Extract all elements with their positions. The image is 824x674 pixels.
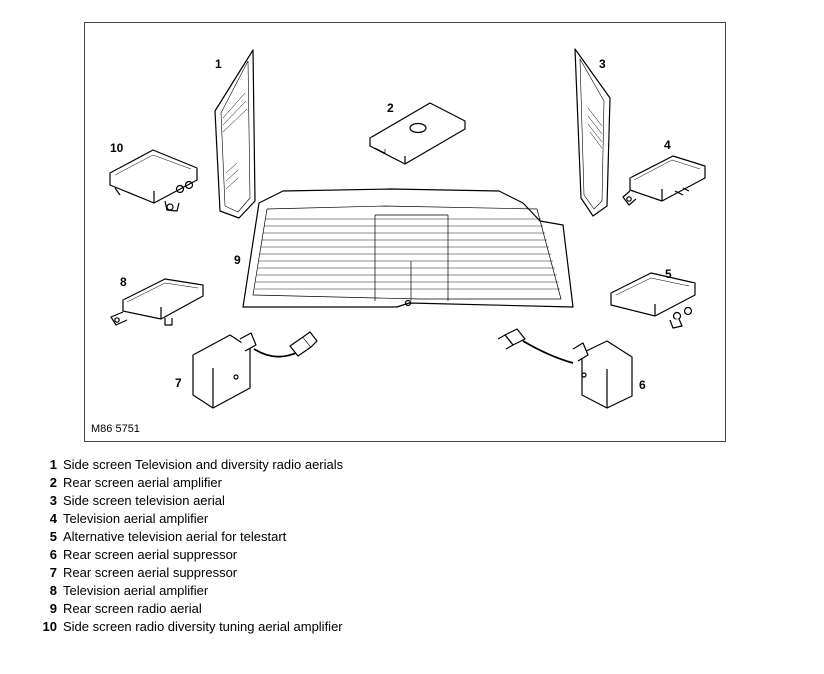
legend-text: Rear screen aerial suppressor (63, 547, 238, 562)
callout-10: 10 (110, 141, 124, 155)
right-side-screen-glass (574, 48, 611, 217)
legend-text: Alternative television aerial for telest… (63, 529, 287, 544)
legend-text: Television aerial amplifier (63, 583, 209, 598)
callout-3: 3 (599, 57, 606, 71)
parts-legend: 1 Side screen Television and diversity ra… (28, 456, 348, 636)
figure-id-label: M86 5751 (91, 423, 140, 435)
legend-item: 10 Side screen radio diversity tuning aer… (28, 618, 348, 636)
legend-number: 8 (49, 583, 57, 598)
legend-item: 1 Side screen Television and diversity ra… (28, 456, 348, 474)
legend-item: 2 Rear screen aerial amplifier (28, 474, 348, 492)
legend-item: 7 Rear screen aerial suppressor (28, 564, 348, 582)
aerial-suppressor-left (192, 331, 318, 409)
callout-2: 2 (387, 101, 394, 115)
legend-number: 5 (49, 529, 57, 544)
legend-number: 3 (49, 493, 57, 508)
left-side-screen-glass (214, 49, 256, 219)
callout-5: 5 (665, 267, 672, 281)
callout-7: 7 (175, 376, 182, 390)
rear-screen-amplifier (369, 102, 466, 165)
aerial-suppressor-right (497, 328, 633, 409)
telestart-aerial-amplifier (610, 272, 696, 329)
legend-item: 3 Side screen television aerial (28, 492, 348, 510)
legend-text: Rear screen aerial amplifier (63, 475, 222, 490)
callout-4: 4 (664, 138, 671, 152)
callout-1: 1 (215, 57, 222, 71)
rear-screen-glass (242, 188, 574, 308)
legend-number: 2 (49, 475, 57, 490)
legend-item: 9 Rear screen radio aerial (28, 600, 348, 618)
legend-number: 10 (42, 619, 57, 634)
legend-number: 7 (49, 565, 57, 580)
legend-item: 6 Rear screen aerial suppressor (28, 546, 348, 564)
legend-item: 8 Television aerial amplifier (28, 582, 348, 600)
legend-number: 4 (49, 511, 57, 526)
legend-text: Television aerial amplifier (63, 511, 209, 526)
legend-number: 9 (49, 601, 57, 616)
diagram-drawing (109, 48, 706, 409)
callout-6: 6 (639, 378, 646, 392)
callout-8: 8 (120, 275, 127, 289)
legend-item: 5 Alternative television aerial for teles… (28, 528, 348, 546)
legend-number: 6 (49, 547, 57, 562)
legend-item: 4 Television aerial amplifier (28, 510, 348, 528)
exploded-parts-diagram: 1 2 3 4 5 6 7 8 9 10 M86 5751 (84, 22, 726, 442)
diversity-tuning-amplifier (109, 149, 198, 212)
callout-9: 9 (234, 253, 241, 267)
legend-text: Side screen Television and diversity rad… (63, 457, 344, 472)
legend-text: Side screen television aerial (63, 493, 225, 508)
legend-text: Side screen radio diversity tuning aeria… (63, 619, 343, 634)
legend-text: Rear screen aerial suppressor (63, 565, 238, 580)
tv-amplifier-left (110, 278, 204, 326)
legend-number: 1 (49, 457, 57, 472)
tv-amplifier-right (622, 155, 706, 206)
legend-text: Rear screen radio aerial (63, 601, 202, 616)
